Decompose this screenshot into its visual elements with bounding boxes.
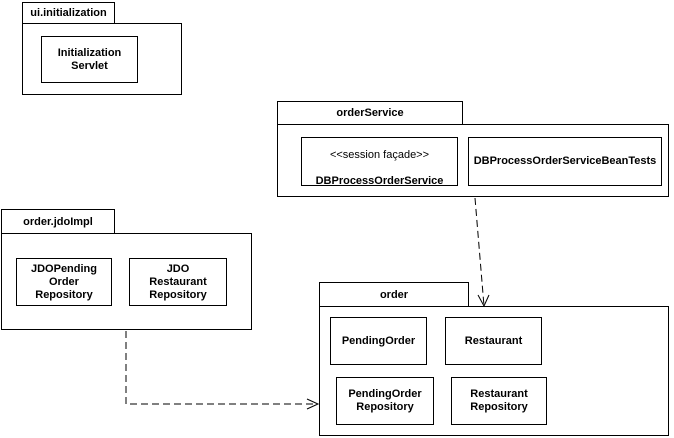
class-initialization-servlet: Initialization Servlet <box>41 36 138 83</box>
package-name-order: order <box>379 288 409 301</box>
package-tab-order-service: orderService <box>277 101 463 125</box>
class-jdo-restaurant-repository: JDO Restaurant Repository <box>129 258 227 306</box>
dependency-orderservice-to-order <box>474 197 485 307</box>
class-name: DBProcessOrderService <box>315 174 444 187</box>
package-name-ui-initialization: ui.initialization <box>30 7 107 19</box>
class-db-process-order-service: <<session façade>> DBProcessOrderService <box>301 136 458 188</box>
class-pending-order-repository: PendingOrder Repository <box>336 377 434 425</box>
class-label: PendingOrder <box>341 334 416 347</box>
class-label: DBProcessOrderServiceBeanTests <box>473 155 657 167</box>
class-jdo-pending-order-repository: JDOPending Order Repository <box>16 258 112 306</box>
class-label: Restaurant <box>464 334 523 347</box>
dependency-jdoimpl-to-order <box>125 331 318 405</box>
package-tab-order-jdoimpl: order.jdoImpl <box>1 209 115 234</box>
package-name-order-jdoimpl: order.jdoImpl <box>23 215 93 228</box>
class-label: <<session façade>> DBProcessOrderService <box>316 136 444 188</box>
class-label: Initialization Servlet <box>57 46 122 72</box>
class-label: JDOPending Order Repository <box>30 262 97 301</box>
class-restaurant-repository: Restaurant Repository <box>451 377 547 425</box>
class-db-process-order-service-bean-tests: DBProcessOrderServiceBeanTests <box>468 137 662 186</box>
package-tab-order: order <box>319 282 469 307</box>
dependency-arrowhead-order-top <box>477 294 490 308</box>
class-label: PendingOrder Repository <box>348 388 422 413</box>
class-restaurant: Restaurant <box>445 317 542 365</box>
class-label: Restaurant Repository <box>470 388 528 413</box>
dependency-arrowhead-order-left <box>306 398 320 410</box>
package-name-order-service: orderService <box>336 107 404 119</box>
stereotype-label: <<session façade>> <box>329 148 430 161</box>
class-label: JDO Restaurant Repository <box>149 262 207 301</box>
class-pending-order: PendingOrder <box>330 317 427 365</box>
